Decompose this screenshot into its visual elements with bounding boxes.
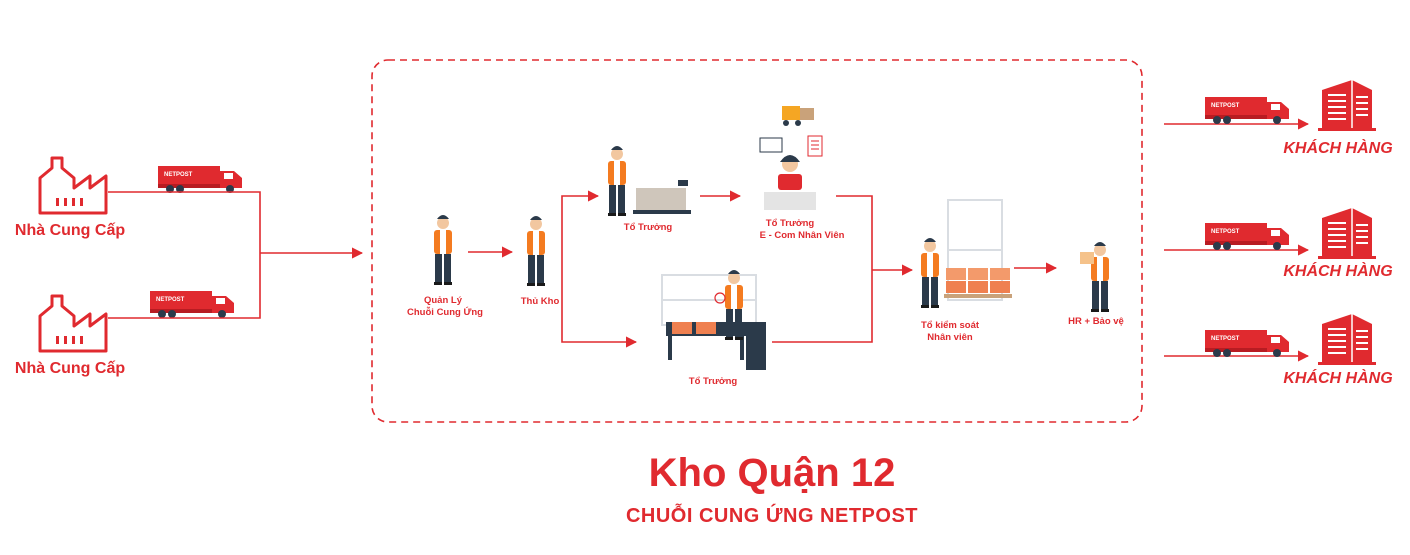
merge-connectors [772, 195, 914, 343]
factory-icon [38, 156, 108, 215]
truck-icon: NETPOST [1205, 97, 1289, 124]
page-subtitle: CHUỖI CUNG ỨNG NETPOST [626, 503, 918, 527]
storekeeper-branch [561, 190, 638, 348]
node-storekeeper: Thủ Kho [521, 216, 560, 307]
supplier-2: Nhà Cung Cấp [15, 294, 125, 377]
node-team-lead-top: Tổ Trưởng [608, 146, 691, 233]
node-label: Tổ Trưởng [689, 376, 738, 387]
customer-1: NETPOST KHÁCH HÀNG [1164, 79, 1393, 157]
building-icon [1317, 79, 1377, 132]
node-ecom-lead: Tổ Trưởng E - Com Nhân Viên [759, 106, 845, 241]
node-manager: Quản Lý Chuỗi Cung Ứng [407, 215, 483, 318]
building-icon [1317, 207, 1377, 260]
customer-label: KHÁCH HÀNG [1283, 138, 1392, 157]
truck-brand: NETPOST [156, 297, 185, 303]
customer-2: NETPOST KHÁCH HÀNG [1164, 207, 1393, 280]
factory-icon [38, 294, 108, 353]
node-label: E - Com Nhân Viên [760, 230, 845, 241]
supplier-label: Nhà Cung Cấp [15, 222, 125, 239]
worker-icon [921, 238, 939, 308]
conveyor-icon [666, 322, 766, 370]
node-label: Nhân viên [927, 332, 973, 343]
supplier-1: Nhà Cung Cấp [15, 156, 125, 239]
truck-icon: NETPOST [150, 291, 234, 318]
check-icon [714, 292, 726, 304]
node-label: Chuỗi Cung Ứng [407, 306, 483, 318]
warehouse-boundary [371, 59, 1143, 423]
node-label: Tổ Trưởng [766, 218, 815, 229]
truck-brand: NETPOST [164, 172, 193, 178]
supplier-connectors [108, 191, 364, 319]
worker-icon [608, 146, 626, 216]
truck-icon: NETPOST [1205, 223, 1289, 250]
node-label: Tổ Trưởng [624, 222, 673, 233]
truck-brand: NETPOST [1211, 103, 1240, 109]
customer-label: KHÁCH HÀNG [1283, 261, 1392, 280]
building-icon [1317, 313, 1377, 366]
shelving-icon [947, 199, 1003, 301]
node-label: Quản Lý [424, 295, 463, 306]
node-label: Tổ kiểm soát [921, 320, 980, 331]
node-control-team: Tổ kiểm soát Nhân viên [921, 199, 1012, 343]
node-label: HR + Bảo vệ [1068, 316, 1124, 327]
truck-brand: NETPOST [1211, 336, 1240, 342]
worker-icon [527, 216, 545, 286]
customer-label: KHÁCH HÀNG [1283, 368, 1392, 387]
worker-icon [434, 215, 452, 285]
customer-3: NETPOST KHÁCH HÀNG [1164, 313, 1393, 387]
node-team-lead-bottom: Tổ Trưởng [661, 270, 766, 387]
node-label: Thủ Kho [521, 296, 560, 307]
scale-pallet-icon [633, 180, 691, 214]
operator-icon [764, 155, 816, 210]
forklift-icon [782, 106, 814, 126]
document-icon [759, 135, 823, 157]
truck-brand: NETPOST [1211, 229, 1240, 235]
truck-icon: NETPOST [158, 166, 242, 193]
box-icon [1080, 252, 1094, 264]
node-hr-security: HR + Bảo vệ [1068, 242, 1124, 327]
page-title: Kho Quận 12 [649, 451, 896, 495]
truck-icon: NETPOST [1205, 330, 1289, 357]
supplier-label: Nhà Cung Cấp [15, 360, 125, 377]
